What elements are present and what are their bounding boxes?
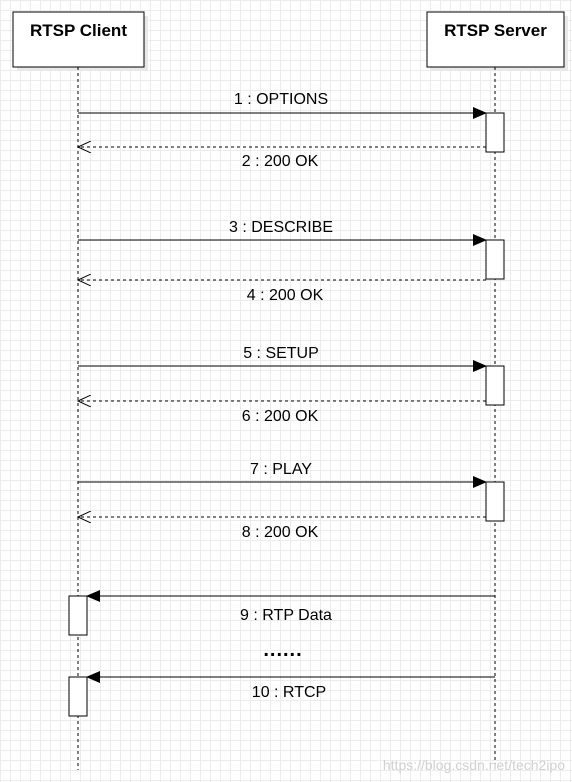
message-label-4: 4 : 200 OK [247, 287, 324, 304]
participant-server-label: RTSP Server [444, 21, 547, 40]
message-label-3: 3 : DESCRIBE [229, 219, 333, 236]
participant-client-box [12, 11, 145, 68]
message-label-6: 6 : 200 OK [242, 408, 319, 425]
participant-client: RTSP Client [12, 11, 148, 71]
activation-server-3 [485, 365, 505, 406]
participant-server: RTSP Server [426, 11, 568, 71]
activation-server-2 [485, 239, 505, 280]
watermark-text: https://blog.csdn.net/tech2ipo [383, 757, 565, 773]
message-label-5: 5 : SETUP [243, 345, 319, 362]
activation-client-2 [68, 676, 88, 717]
activation-client-1 [68, 595, 88, 636]
message-label-2: 2 : 200 OK [242, 153, 319, 170]
message-label-10: 10 : RTCP [252, 684, 326, 701]
message-label-7: 7 : PLAY [250, 461, 312, 478]
message-label-8: 8 : 200 OK [242, 524, 319, 541]
ellipsis-label: ...... [263, 639, 302, 661]
activation-server-1 [485, 112, 505, 153]
participant-client-label: RTSP Client [30, 21, 127, 40]
activation-server-4 [485, 481, 505, 522]
participant-server-box [426, 11, 565, 68]
message-label-1: 1 : OPTIONS [234, 91, 328, 108]
message-label-9: 9 : RTP Data [240, 607, 332, 624]
